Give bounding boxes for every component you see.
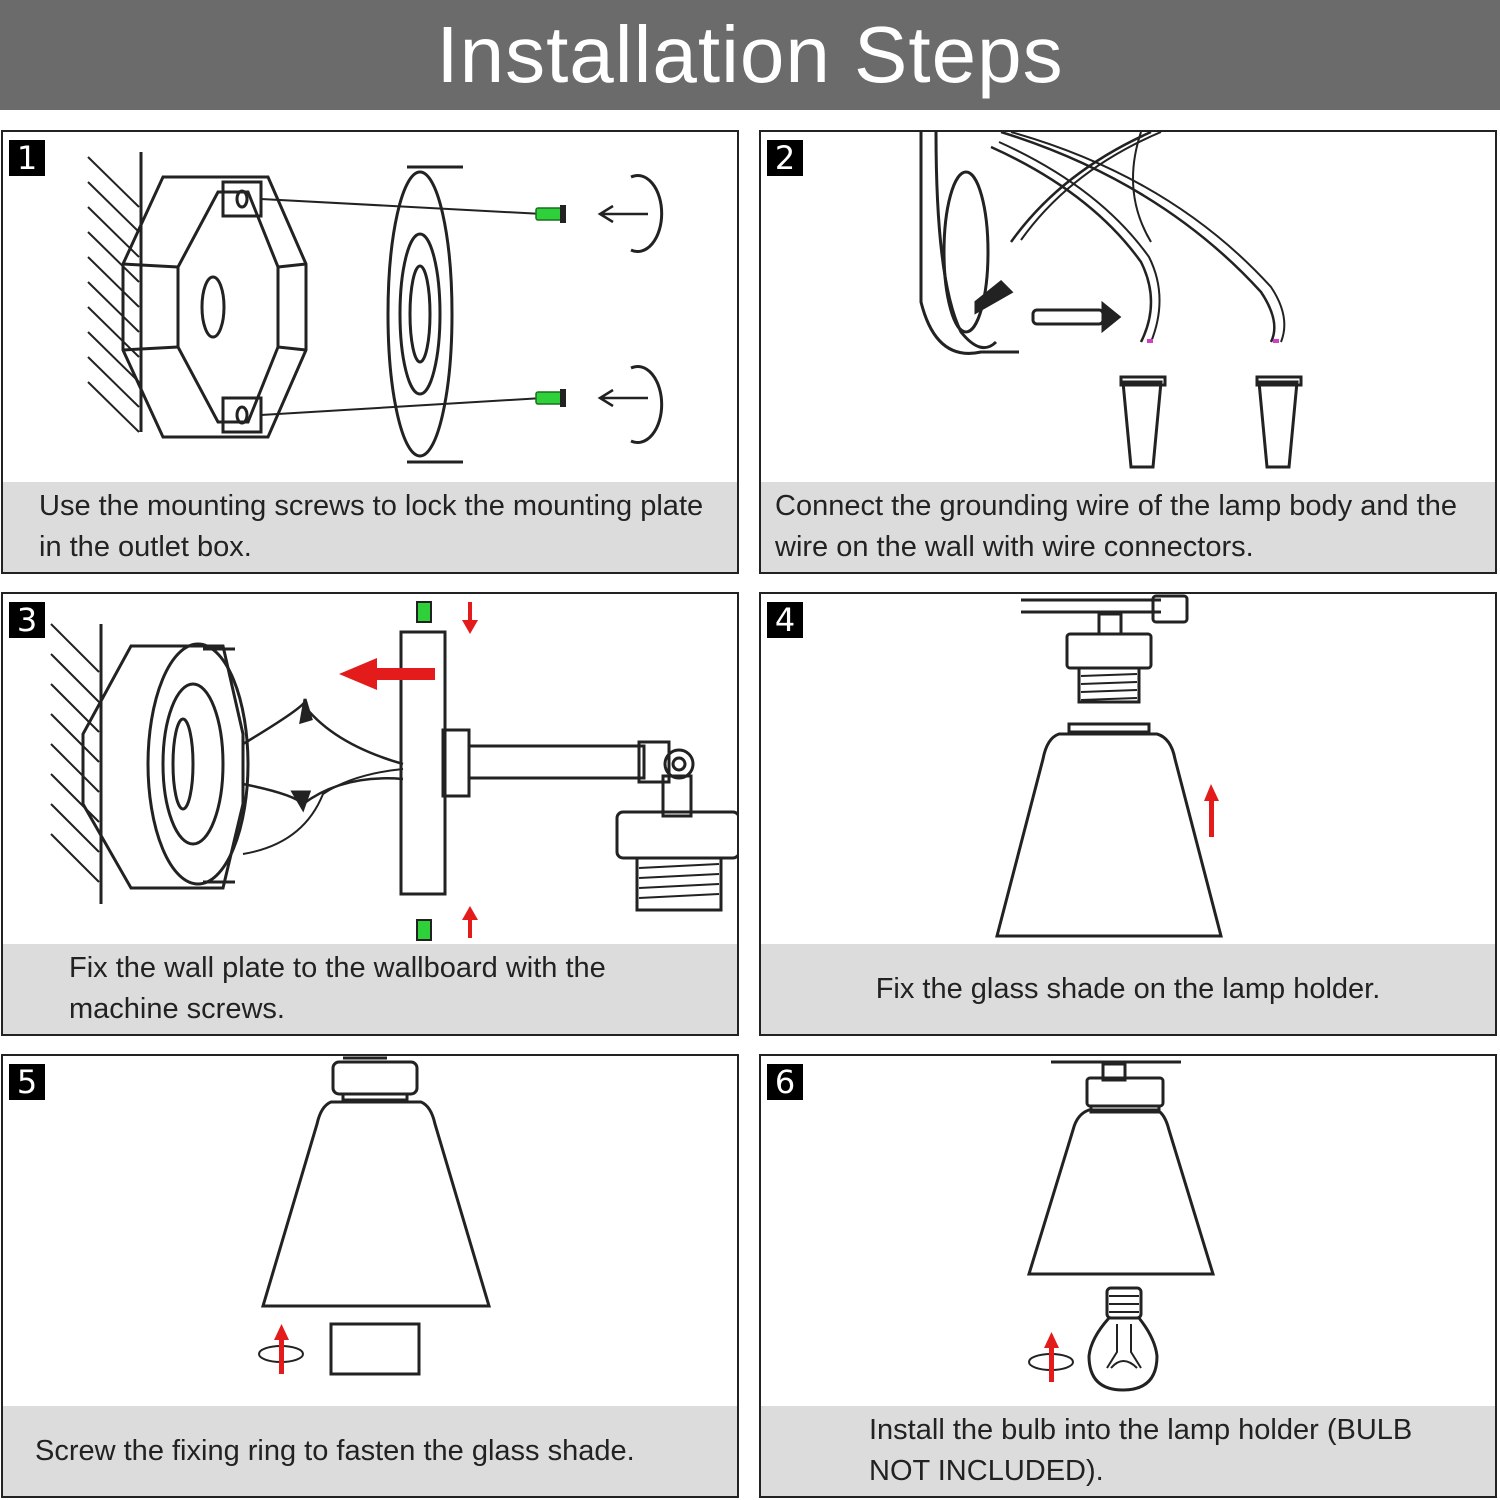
step-6-panel: 6 Install the bulb into the lamp ho [759, 1054, 1497, 1498]
step-4-number: 4 [767, 602, 803, 638]
step-4-panel: 4 Fix the glass shade on the lamp holder… [759, 592, 1497, 1036]
ground-screw [1031, 308, 1105, 326]
rotate-arrow-bottom [630, 365, 664, 444]
lamp-arm [467, 744, 646, 780]
step-3-caption: Fix the wall plate to the wallboard with… [3, 944, 737, 1034]
step-5-panel: 5 Screw the fixing ring to fasten the gl… [1, 1054, 739, 1498]
step-1-caption: Use the mounting screws to lock the moun… [3, 482, 737, 572]
wire-b [1000, 132, 1276, 343]
wall-plate [399, 630, 447, 896]
outlet-box [121, 175, 308, 439]
rotate-arrow-top [630, 174, 664, 253]
outlet-box [81, 644, 245, 890]
step-5-caption: Screw the fixing ring to fasten the glas… [3, 1406, 737, 1496]
mounting-plate [146, 642, 250, 886]
outlet-box-hole [200, 275, 226, 339]
step-6-illustration [1026, 1060, 1216, 1392]
header-bar: Installation Steps [0, 0, 1500, 110]
wire-connector-right [1255, 375, 1303, 469]
wire-connector-left [1119, 375, 1167, 469]
lamp-holder [1065, 632, 1153, 670]
step-1-illustration [87, 152, 664, 464]
step-5-illustration [258, 1056, 492, 1376]
step-3-illustration [50, 601, 737, 941]
step-1-number: 1 [9, 140, 45, 176]
step-4-caption: Fix the glass shade on the lamp holder. [761, 944, 1495, 1034]
arrow-icon [339, 602, 478, 938]
glass-shade [995, 732, 1223, 938]
step-3-panel: 3 [1, 592, 739, 1036]
page-title: Installation Steps [436, 10, 1064, 99]
lamp-holder [331, 1060, 419, 1096]
step-3-number: 3 [9, 602, 45, 638]
arrow-icon [1204, 784, 1219, 837]
arm-mount [441, 728, 471, 798]
arrow-icon [1044, 1332, 1059, 1382]
glass-shade [260, 1100, 492, 1308]
step-2-number: 2 [767, 140, 803, 176]
arrow-icon [274, 1324, 289, 1374]
step-6-number: 6 [767, 1064, 803, 1100]
screw-icon [416, 601, 432, 941]
wall-hatch [87, 156, 140, 433]
bulb-icon [1087, 1286, 1159, 1392]
step-2-caption: Connect the grounding wire of the lamp b… [761, 482, 1495, 572]
wire-bundle [242, 702, 404, 766]
step-2-panel: 2 Connect the gro [759, 130, 1497, 574]
lamp-holder [615, 810, 737, 860]
wire-a [990, 145, 1153, 343]
outlet-box-inner [176, 190, 280, 424]
lamp-holder [1085, 1076, 1165, 1108]
mounting-plate [386, 170, 454, 458]
step-2-illustration [919, 132, 1303, 469]
wire-c [1009, 132, 1152, 243]
step-6-caption: Install the bulb into the lamp holder (B… [761, 1406, 1495, 1496]
step-1-panel: 1 [1, 130, 739, 574]
glass-shade [1026, 1108, 1216, 1276]
step-5-number: 5 [9, 1064, 45, 1100]
screw-icon [535, 207, 563, 405]
lamp-body-plate [919, 132, 1019, 355]
fixing-ring [329, 1322, 421, 1376]
step-4-illustration [995, 594, 1223, 938]
